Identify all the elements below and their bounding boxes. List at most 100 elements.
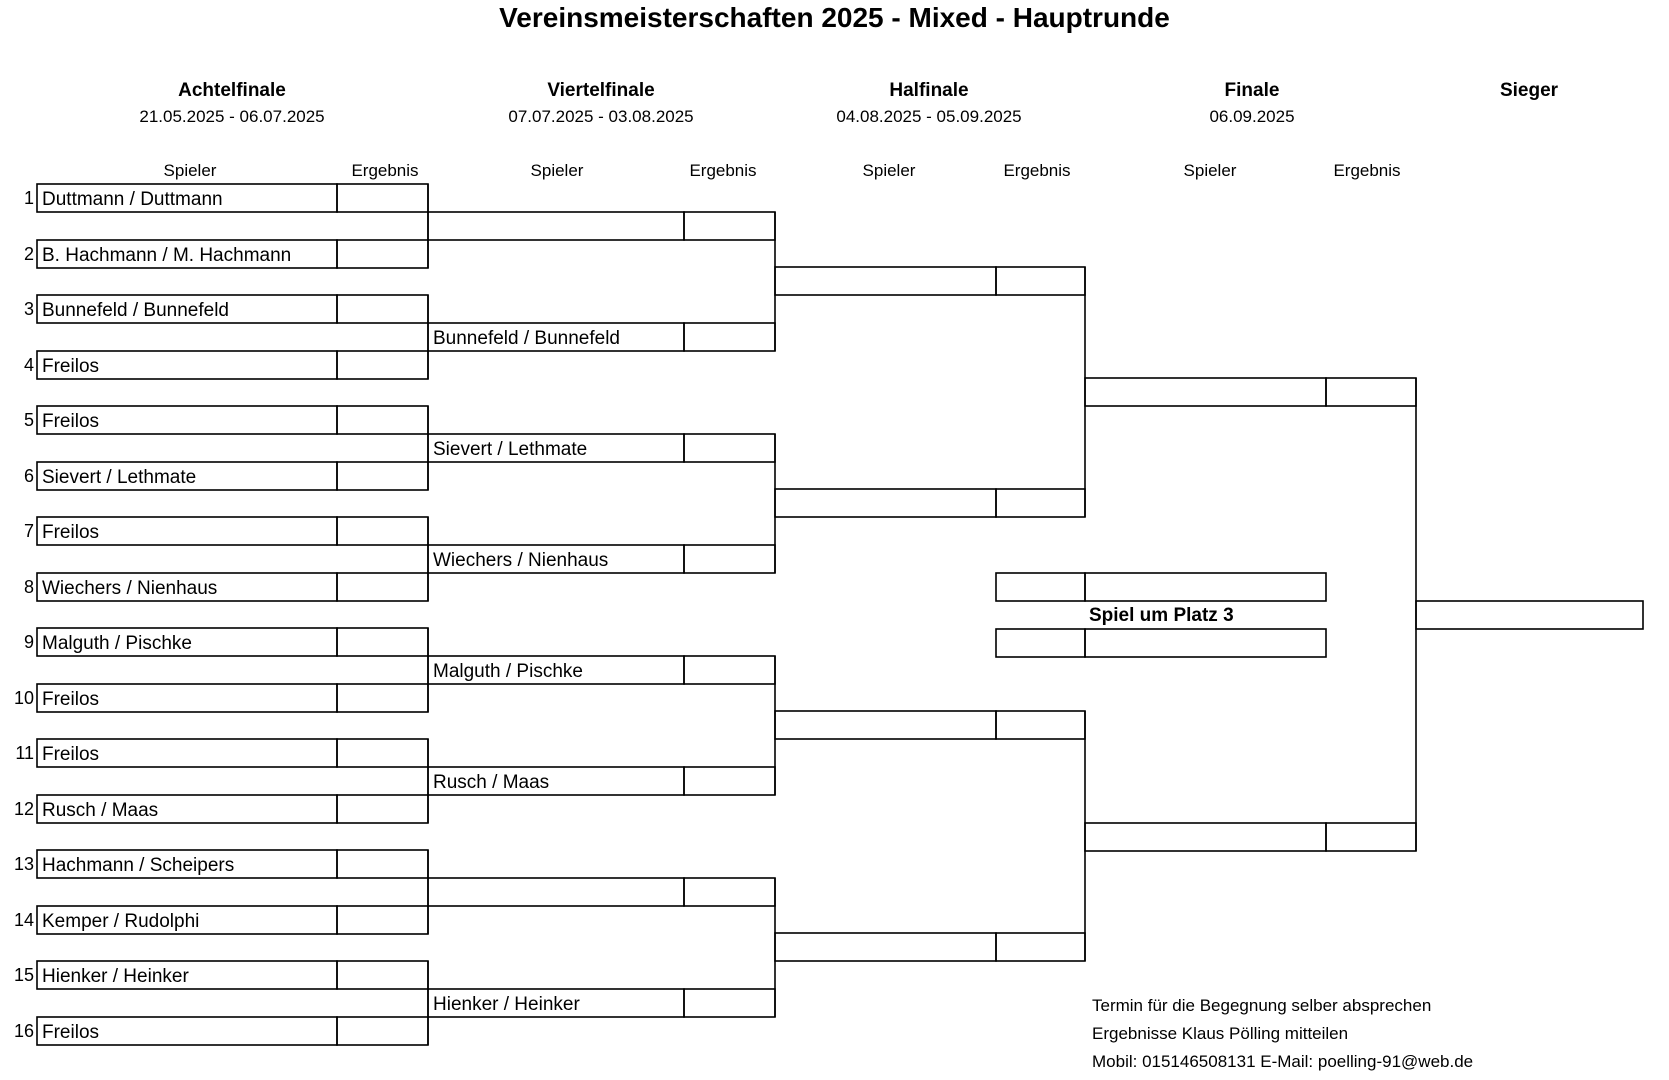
round-dates: 07.07.2025 - 03.08.2025 — [508, 107, 694, 126]
r16-slot-result-cell — [336, 461, 429, 491]
r16-slot-result-cell — [336, 849, 429, 879]
footer-line-schedule: Termin für die Begegnung selber absprech… — [1092, 996, 1432, 1015]
seed-number: 10 — [14, 688, 34, 708]
round-dates: 06.09.2025 — [1209, 107, 1295, 126]
round-name: Finale — [1224, 80, 1280, 101]
third-place-player-cell — [1084, 628, 1327, 658]
r16-slot-player-name: Freilos — [42, 744, 99, 765]
third-place-result-cell — [995, 572, 1086, 602]
r16-slot-result-cell — [336, 572, 429, 602]
third-place-label: Spiel um Platz 3 — [1089, 605, 1234, 626]
r16-slot-player-name: Duttmann / Duttmann — [42, 189, 223, 210]
seed-number: 1 — [24, 188, 34, 208]
seed-number: 5 — [24, 410, 34, 430]
footer-line-results: Ergebnisse Klaus Pölling mitteilen — [1092, 1024, 1349, 1043]
r16-slot-result-cell — [336, 738, 429, 768]
footer-notes: Termin für die Begegnung selber absprech… — [1092, 992, 1473, 1076]
sf-slot-result-cell — [995, 710, 1086, 740]
round-name: Halfinale — [889, 80, 969, 101]
qf-slot-result-cell — [683, 544, 776, 574]
r16-slot-player-name: Freilos — [42, 522, 99, 543]
sf-slot-result-cell — [995, 488, 1086, 518]
r16-slot-result-cell — [336, 627, 429, 657]
third-place-player-cell — [1084, 572, 1327, 602]
r16-slot-result-cell — [336, 960, 429, 990]
round-header-achtelfinale: Achtelfinale 21.05.2025 - 06.07.2025 — [72, 78, 392, 130]
seed-number: 2 — [24, 244, 34, 264]
seed-number: 16 — [14, 1021, 34, 1041]
r16-slot-player-name: Sievert / Lethmate — [42, 467, 196, 488]
r16-slot-result-cell — [336, 350, 429, 380]
r16-slot-result-cell — [336, 794, 429, 824]
round-name: Viertelfinale — [547, 80, 655, 101]
qf-slot-player-name: Bunnefeld / Bunnefeld — [433, 328, 620, 349]
sf-slot-player-cell — [774, 932, 997, 962]
sf-slot-player-cell — [774, 488, 997, 518]
qf-slot-player-name: Hienker / Heinker — [433, 994, 580, 1015]
third-place-result-cell — [995, 628, 1086, 658]
qf-slot-player-cell — [427, 877, 685, 907]
seed-number: 11 — [15, 743, 34, 763]
r16-slot-result-cell — [336, 294, 429, 324]
seed-number: 7 — [24, 521, 34, 541]
qf-slot-player-name: Wiechers / Nienhaus — [433, 550, 608, 571]
seed-number: 9 — [24, 632, 34, 652]
qf-slot-player-name: Rusch / Maas — [433, 772, 549, 793]
r16-slot-player-name: Wiechers / Nienhaus — [42, 578, 217, 599]
final-slot-result-cell — [1325, 377, 1417, 407]
round-name: Sieger — [1499, 80, 1559, 101]
column-header-ergebnis: Ergebnis — [351, 161, 419, 180]
r16-slot-player-name: B. Hachmann / M. Hachmann — [42, 245, 291, 266]
r16-slot-result-cell — [336, 239, 429, 269]
qf-slot-result-cell — [683, 988, 776, 1018]
qf-slot-player-cell — [427, 211, 685, 241]
r16-slot-result-cell — [336, 905, 429, 935]
sf-slot-player-cell — [774, 266, 997, 296]
seed-number: 3 — [24, 299, 34, 319]
round-header-viertelfinale: Viertelfinale 07.07.2025 - 03.08.2025 — [441, 78, 761, 130]
final-slot-result-cell — [1325, 822, 1417, 852]
r16-slot-player-name: Kemper / Rudolphi — [42, 911, 199, 932]
sf-slot-player-cell — [774, 710, 997, 740]
r16-slot-result-cell — [336, 183, 429, 213]
r16-slot-player-name: Hienker / Heinker — [42, 966, 189, 987]
column-header-ergebnis: Ergebnis — [1333, 161, 1401, 180]
r16-slot-player-name: Freilos — [42, 411, 99, 432]
qf-slot-result-cell — [683, 877, 776, 907]
column-header-spieler: Spieler — [862, 161, 916, 180]
round-header-halbfinale: Halfinale 04.08.2025 - 05.09.2025 — [769, 78, 1089, 130]
round-header-sieger: Sieger — [1369, 78, 1669, 104]
qf-slot-result-cell — [683, 211, 776, 241]
round-name: Achtelfinale — [178, 80, 286, 101]
round-dates: 04.08.2025 - 05.09.2025 — [836, 107, 1022, 126]
seed-number: 15 — [14, 965, 34, 985]
qf-slot-player-name: Sievert / Lethmate — [433, 439, 587, 460]
r16-slot-player-name: Bunnefeld / Bunnefeld — [42, 300, 229, 321]
page-title: Vereinsmeisterschaften 2025 - Mixed - Ha… — [499, 2, 1170, 33]
seed-number: 6 — [24, 466, 34, 486]
footer-line-contact: Mobil: 015146508131 E-Mail: poelling-91@… — [1092, 1052, 1474, 1071]
final-slot-player-cell — [1084, 377, 1327, 407]
column-header-spieler: Spieler — [530, 161, 584, 180]
round-header-finale: Finale 06.09.2025 — [1092, 78, 1412, 130]
qf-slot-result-cell — [683, 655, 776, 685]
seed-number: 8 — [24, 577, 34, 597]
seed-number: 14 — [14, 910, 34, 930]
seed-number: 13 — [14, 854, 34, 874]
sf-slot-result-cell — [995, 266, 1086, 296]
r16-slot-result-cell — [336, 405, 429, 435]
r16-slot-player-name: Malguth / Pischke — [42, 633, 192, 654]
r16-slot-result-cell — [336, 516, 429, 546]
column-header-spieler: Spieler — [163, 161, 217, 180]
r16-slot-result-cell — [336, 683, 429, 713]
r16-slot-player-name: Freilos — [42, 356, 99, 377]
r16-slot-player-name: Hachmann / Scheipers — [42, 855, 234, 876]
qf-slot-player-name: Malguth / Pischke — [433, 661, 583, 682]
qf-slot-result-cell — [683, 766, 776, 796]
winner-cell — [1415, 600, 1644, 630]
qf-slot-result-cell — [683, 322, 776, 352]
r16-slot-result-cell — [336, 1016, 429, 1046]
column-header-ergebnis: Ergebnis — [689, 161, 757, 180]
column-header-ergebnis: Ergebnis — [1003, 161, 1071, 180]
